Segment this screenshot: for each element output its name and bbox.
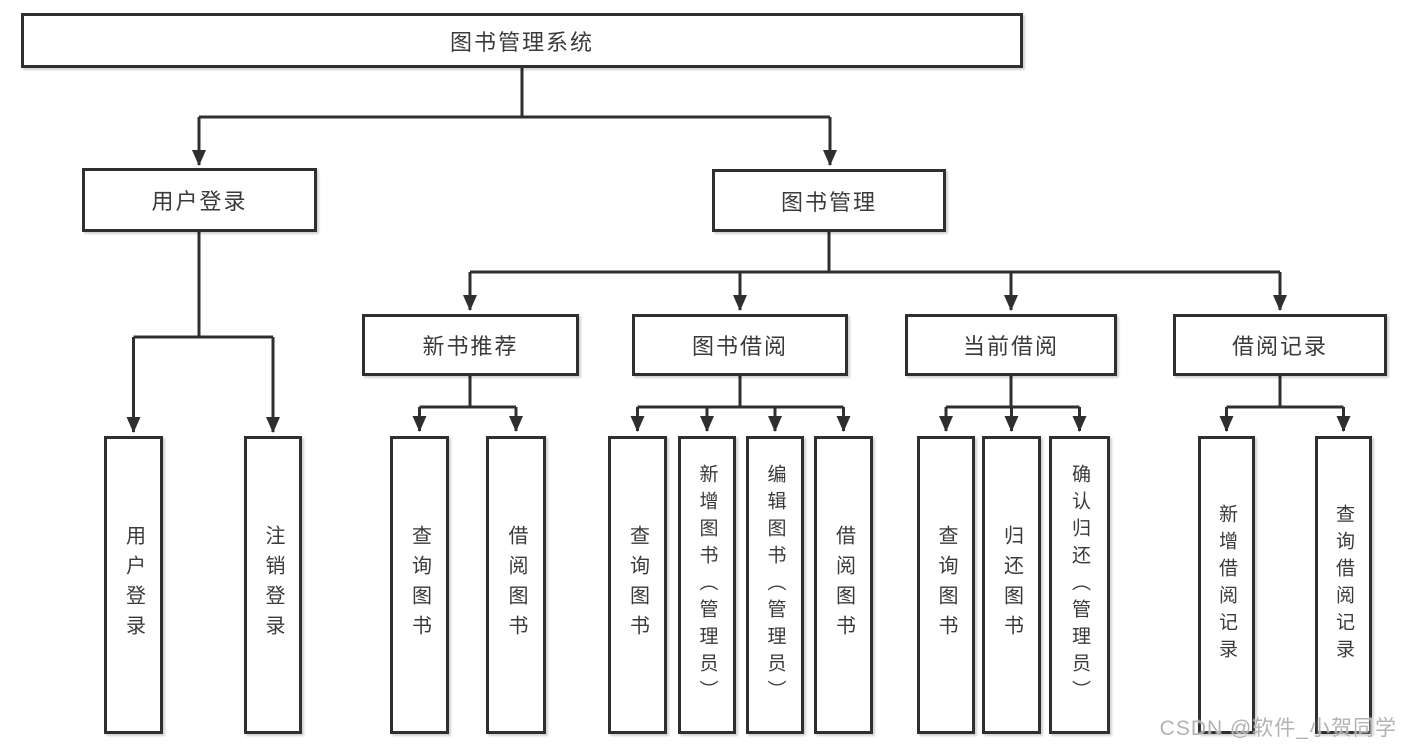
- node-book-management: 图书管理: [712, 169, 946, 232]
- leaf-user-login: 用户登录: [104, 436, 163, 734]
- node-library-system: 图书管理系统: [21, 13, 1023, 68]
- leaf-add-borrow-record: 新增借阅记录: [1198, 436, 1255, 734]
- leaf-confirm-return-admin: 确认归还（管理员）: [1049, 436, 1110, 734]
- leaf-add-books-admin: 新增图书（管理员）: [678, 436, 736, 734]
- leaf-return-books: 归还图书: [982, 436, 1041, 734]
- leaf-borrow-books: 借阅图书: [486, 436, 546, 734]
- node-new-book-recommendation: 新书推荐: [362, 314, 579, 376]
- leaf-borrow-books: 借阅图书: [814, 436, 873, 734]
- leaf-edit-books-admin: 编辑图书（管理员）: [746, 436, 804, 734]
- node-book-borrowing: 图书借阅: [632, 314, 848, 376]
- node-borrowing-records: 借阅记录: [1173, 314, 1387, 376]
- leaf-logout: 注销登录: [244, 436, 302, 734]
- leaf-query-books: 查询图书: [917, 436, 975, 734]
- node-user-login-branch: 用户登录: [82, 168, 317, 232]
- leaf-query-books: 查询图书: [608, 436, 667, 734]
- node-current-borrowing: 当前借阅: [905, 314, 1117, 376]
- csdn-watermark: CSDN @软件_小贺同学: [1159, 717, 1397, 740]
- leaf-query-borrow-record: 查询借阅记录: [1315, 436, 1372, 734]
- leaf-query-books: 查询图书: [390, 436, 449, 734]
